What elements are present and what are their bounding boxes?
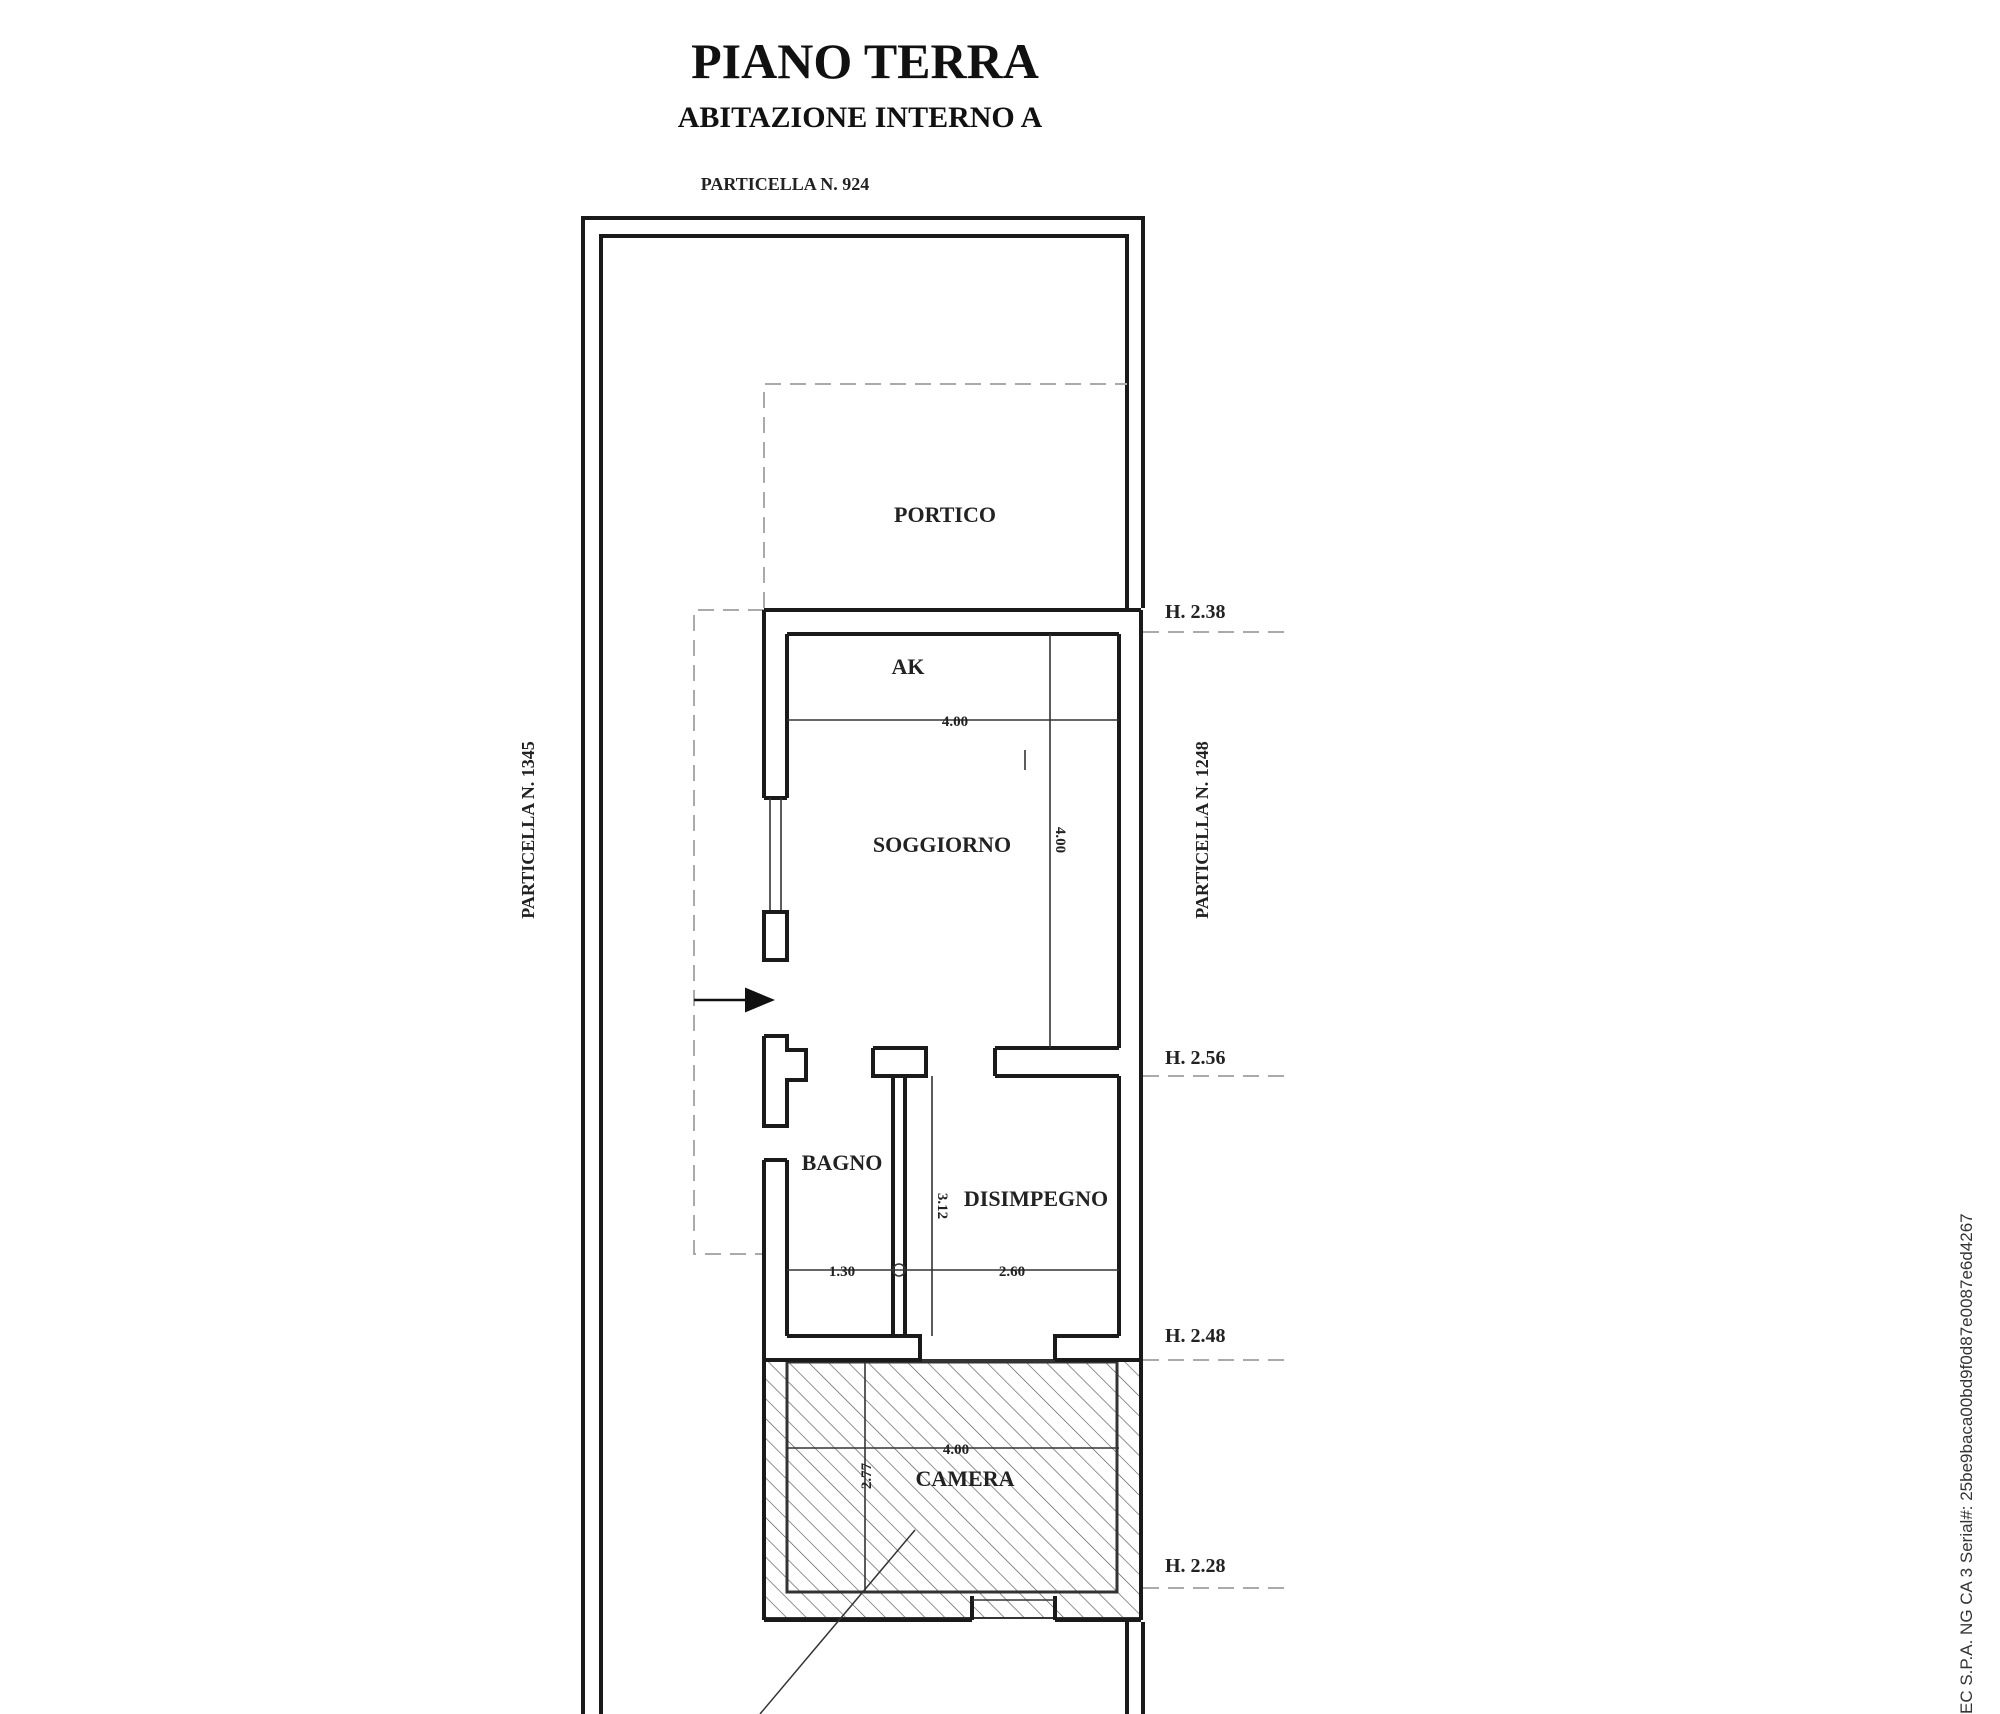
camera-hatch	[763, 1359, 1143, 1619]
digital-signature-stamp: EC S.P.A. NG CA 3 Serial#: 25be9baca00bd…	[1957, 1213, 1976, 1714]
building-walls	[762, 608, 1143, 1622]
dimension-lines	[759, 634, 1119, 1714]
height-label-3: H. 2.48	[1165, 1325, 1226, 1347]
dim-camera-width: 4.00	[943, 1442, 969, 1458]
height-label-4: H. 2.28	[1165, 1555, 1226, 1577]
dim-soggiorno-depth: 4.00	[1052, 827, 1068, 853]
room-label-soggiorno: SOGGIORNO	[873, 832, 1011, 857]
page-subtitle: ABITAZIONE INTERNO A	[678, 101, 1043, 134]
parcel-label-left: PARTICELLA N. 1345	[518, 741, 538, 919]
dim-soggiorno-width: 4.00	[942, 714, 968, 730]
parcel-label-right: PARTICELLA N. 1248	[1192, 741, 1212, 919]
parcel-label-top: PARTICELLA N. 924	[701, 174, 870, 194]
height-label-2: H. 2.56	[1165, 1047, 1226, 1069]
dashed-outlines	[693, 383, 1290, 1589]
room-label-portico: PORTICO	[894, 502, 996, 527]
room-label-ak: AK	[892, 654, 925, 679]
lot-boundary	[581, 216, 1145, 1714]
dim-bagno-width: 1.30	[829, 1264, 855, 1280]
dim-disimpegno-width: 2.60	[999, 1264, 1025, 1280]
dim-bagno-depth: 3.12	[934, 1193, 950, 1219]
room-label-disimpegno: DISIMPEGNO	[964, 1186, 1108, 1211]
height-label-1: H. 2.38	[1165, 601, 1226, 623]
camera-inner-wall	[785, 1360, 1119, 1594]
dim-camera-depth: 2.77	[859, 1462, 875, 1489]
room-label-bagno: BAGNO	[802, 1150, 883, 1175]
page-title: PIANO TERRA	[691, 33, 1039, 89]
room-label-camera: CAMERA	[916, 1466, 1015, 1491]
